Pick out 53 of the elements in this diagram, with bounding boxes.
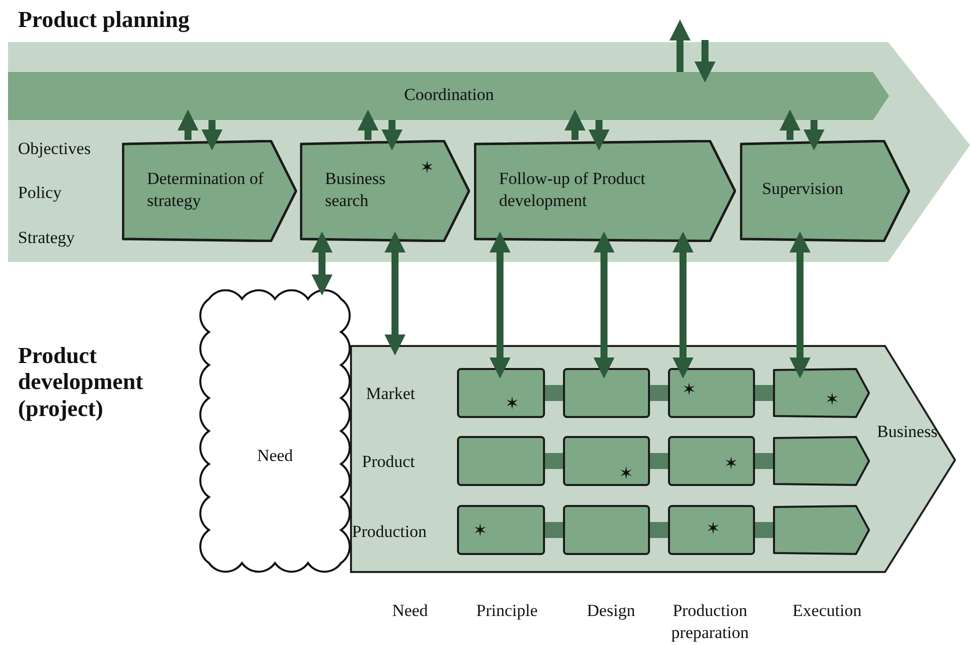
- arrow: [672, 232, 694, 378]
- connector-bar: [545, 522, 563, 538]
- star-mark: ✶: [619, 466, 634, 483]
- column-label: Production preparation: [670, 600, 750, 644]
- row-label: Product: [362, 451, 416, 473]
- side-label: Policy: [18, 182, 62, 204]
- arrow: [312, 232, 332, 296]
- connector-bar: [650, 453, 668, 469]
- connector-bar: [650, 385, 668, 401]
- connector-bar: [755, 522, 773, 538]
- arrow: [384, 232, 406, 356]
- arrow: [780, 110, 800, 140]
- connector-bar: [545, 385, 563, 401]
- star-mark: ✶: [682, 382, 698, 399]
- column-label: Need: [391, 600, 429, 622]
- box-label: Follow-up of Product development: [499, 168, 646, 212]
- star-mark: ✶: [420, 160, 436, 177]
- arrow: [694, 40, 716, 82]
- arrow: [588, 120, 610, 150]
- star-mark: ✶: [724, 456, 740, 473]
- box-label: Supervision: [762, 178, 844, 200]
- connector-bar: [545, 453, 563, 469]
- row-label: Market: [366, 383, 416, 405]
- arrow: [490, 232, 510, 378]
- column-label: Principle: [475, 600, 539, 622]
- side-label: Objectives: [18, 138, 92, 160]
- star-mark: ✶: [825, 392, 840, 409]
- column-label: Design: [586, 600, 636, 622]
- box-label: Need: [256, 445, 294, 467]
- arrow: [670, 20, 690, 72]
- row-label: Production: [352, 521, 428, 543]
- box-label: Coordination: [403, 84, 495, 106]
- arrow: [790, 232, 810, 378]
- arrow: [358, 110, 378, 140]
- section-heading: Product planning: [18, 7, 190, 34]
- box-label: Business search: [325, 168, 386, 212]
- box-label: Determination of strategy: [147, 168, 265, 212]
- arrow: [594, 232, 614, 378]
- box-label: Business: [877, 421, 938, 443]
- arrow: [202, 120, 222, 150]
- arrow: [564, 110, 586, 140]
- arrow: [382, 120, 402, 150]
- connector-bar: [755, 453, 773, 469]
- side-label: Strategy: [18, 227, 76, 249]
- star-mark: ✶: [473, 523, 488, 540]
- arrow: [804, 120, 824, 150]
- connector-bar: [755, 385, 773, 401]
- star-mark: ✶: [505, 396, 520, 413]
- star-mark: ✶: [706, 521, 722, 538]
- arrow: [178, 110, 198, 140]
- connector-bar: [650, 522, 668, 538]
- column-label: Execution: [792, 600, 862, 622]
- section-heading: Product development (project): [18, 343, 144, 422]
